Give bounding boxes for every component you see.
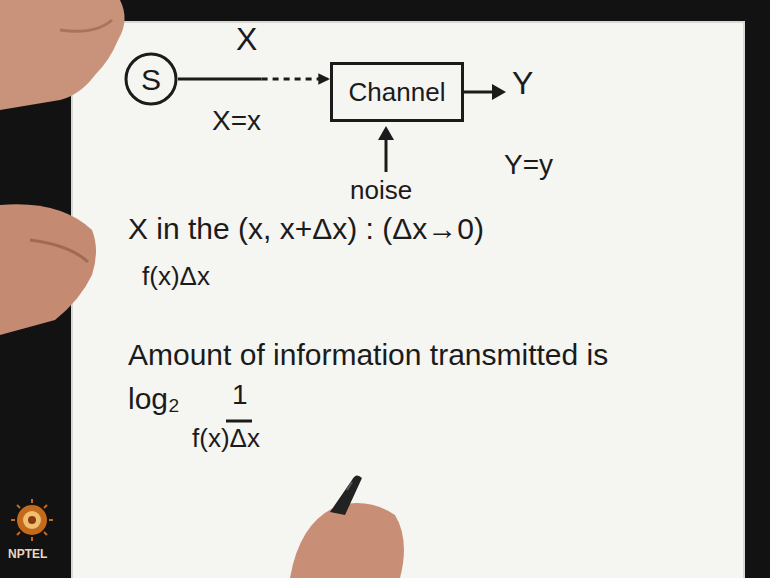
signal-name: X [236,22,257,57]
formula-text: 1 [232,380,248,411]
note-line: f(x)Δx [142,262,210,291]
formula-text: f(x)Δx [192,424,260,453]
formula-text: log₂ [128,382,180,415]
source-circle: S [124,52,178,106]
signal-arrow [178,73,330,84]
node-text: S [141,63,161,96]
signal-value: Y=y [504,150,553,181]
channel-box: Channel [330,62,464,122]
logo-text: NPTEL [8,548,47,561]
node-text: Channel [349,78,446,107]
signal-value: X=x [212,106,261,137]
noise-label: noise [350,176,412,205]
note-line: X in the (x, x+Δx) : (Δx→0) [128,212,484,245]
note-line: Amount of information transmitted is [128,338,608,371]
signal-name: Y [512,66,533,101]
